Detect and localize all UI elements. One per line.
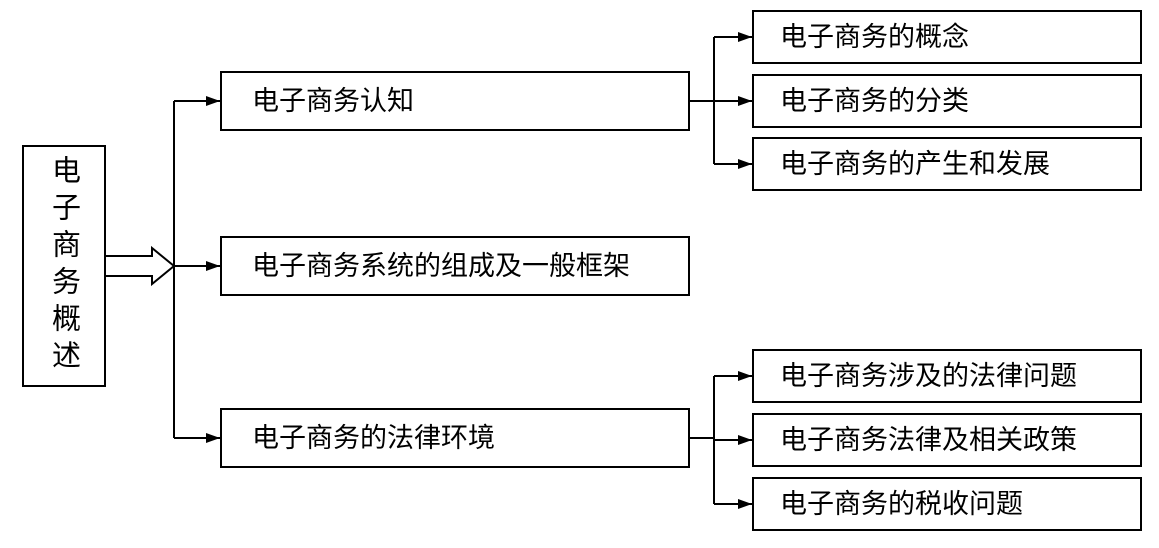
branch-node-3: 电子商务的法律环境 xyxy=(220,408,690,468)
branch-label: 电子商务的法律环境 xyxy=(252,422,495,454)
leaf-label: 电子商务涉及的法律问题 xyxy=(780,360,1077,392)
leaf-node-3-2: 电子商务法律及相关政策 xyxy=(752,413,1142,467)
leaf-node-3-1: 电子商务涉及的法律问题 xyxy=(752,349,1142,403)
branch-node-1: 电子商务认知 xyxy=(220,71,690,131)
leaf-node-1-1: 电子商务的概念 xyxy=(752,10,1142,64)
leaf-label: 电子商务的分类 xyxy=(780,85,969,117)
leaf-label: 电子商务法律及相关政策 xyxy=(780,424,1077,456)
branch-node-2: 电子商务系统的组成及一般框架 xyxy=(220,236,690,296)
leaf-node-3-3: 电子商务的税收问题 xyxy=(752,477,1142,531)
branch-label: 电子商务认知 xyxy=(252,85,414,117)
root-node: 电子商务概述 xyxy=(22,145,106,387)
root-label: 电子商务概述 xyxy=(47,155,82,377)
leaf-node-1-3: 电子商务的产生和发展 xyxy=(752,137,1142,191)
leaf-node-1-2: 电子商务的分类 xyxy=(752,74,1142,128)
leaf-label: 电子商务的税收问题 xyxy=(780,488,1023,520)
branch-label: 电子商务系统的组成及一般框架 xyxy=(252,250,630,282)
leaf-label: 电子商务的概念 xyxy=(780,21,969,53)
hollow-arrow xyxy=(106,245,176,287)
leaf-label: 电子商务的产生和发展 xyxy=(780,148,1050,180)
